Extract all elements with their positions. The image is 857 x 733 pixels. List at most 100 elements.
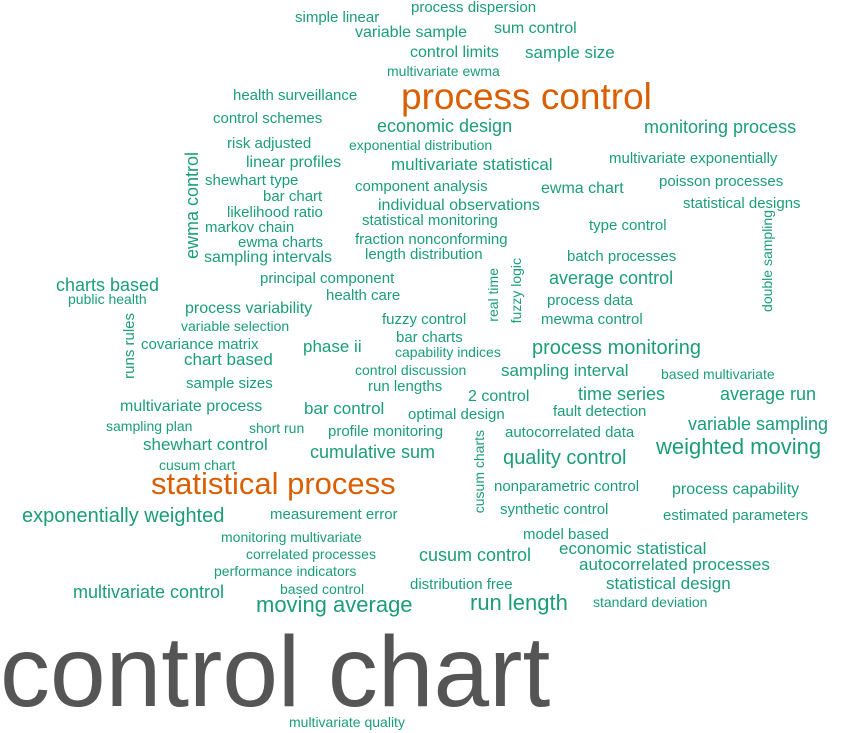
cloud-word: exponential distribution [349,137,493,153]
cloud-word: fraction nonconforming [355,231,508,248]
cloud-word: estimated parameters [663,507,809,524]
cloud-word: statistical designs [683,195,801,212]
cloud-word: control schemes [213,110,323,127]
cloud-word: distribution free [410,576,513,593]
cloud-word: cusum charts [471,430,487,514]
cloud-word: fuzzy control [382,311,467,328]
cloud-word: public health [68,291,147,307]
cloud-word: variable sampling [688,414,829,434]
cloud-word: correlated processes [246,546,376,562]
cloud-word: bar control [304,399,385,418]
cloud-word: sampling interval [501,361,629,380]
cloud-word: performance indicators [214,563,357,579]
cloud-word: short run [249,420,305,436]
cloud-word: double sampling [759,210,775,312]
cloud-word: charts based [56,275,160,295]
cloud-word: bar chart [263,188,323,205]
cloud-word: ewma control [182,152,202,260]
cloud-word: weighted moving [656,434,822,459]
cloud-word: fuzzy logic [508,258,524,324]
cloud-word: process dispersion [411,0,537,16]
cloud-word: profile monitoring [328,423,444,440]
cloud-word: principal component [260,270,395,287]
cloud-word: autocorrelated data [505,424,635,441]
cloud-word: cumulative sum [310,442,436,462]
cloud-word: bar charts [396,329,463,346]
cloud-word: sample size [525,43,615,62]
cloud-word: ewma chart [541,180,624,197]
cloud-word: component analysis [355,178,488,195]
cloud-word: monitoring process [644,117,797,137]
cloud-word: cusum chart [159,457,236,473]
cloud-word: multivariate exponentially [609,150,778,167]
cloud-word: multivariate control [73,582,225,602]
cloud-word: simple linear [295,9,380,26]
cloud-word: based multivariate [661,366,775,382]
cloud-word: multivariate process [120,398,263,415]
cloud-word: control limits [410,44,499,61]
cloud-word: average run [720,384,817,404]
cloud-word: health surveillance [233,87,358,104]
cloud-word: statistical process [151,466,396,501]
cloud-word: control discussion [355,362,467,378]
cloud-word: runs rules [121,313,138,379]
cloud-word: mewma control [541,311,643,328]
cloud-word: control chart [0,616,551,728]
cloud-word: markov chain [205,219,295,236]
cloud-word: based control [280,581,365,597]
cloud-word: poisson processes [659,173,784,190]
cloud-word: multivariate ewma [387,63,500,79]
cloud-word: optimal design [408,406,505,423]
cloud-word: standard deviation [593,594,708,610]
cloud-word: batch processes [567,248,677,265]
cloud-word: nonparametric control [494,478,640,495]
cloud-word: ewma charts [238,234,324,251]
cloud-word: average control [549,268,674,288]
cloud-word: real time [485,268,501,322]
cloud-word: multivariate statistical [391,155,553,174]
cloud-word: length distribution [365,246,483,263]
cloud-word: model based [523,526,609,543]
cloud-word: process monitoring [532,337,701,359]
cloud-word: economic design [377,116,513,136]
cloud-word: multivariate quality [289,714,405,730]
cloud-word: 2 control [468,388,530,405]
cloud-word: sampling plan [106,418,193,434]
cloud-word: statistical monitoring [362,212,498,229]
cloud-word: chart based [184,350,273,369]
cloud-word: sum control [494,20,577,37]
cloud-word: variable selection [181,318,290,334]
cloud-word: synthetic control [500,501,609,518]
cloud-word: exponentially weighted [22,505,225,527]
cloud-word: measurement error [270,506,398,523]
cloud-word: process capability [672,481,800,498]
cloud-word: fault detection [553,403,647,420]
cloud-word: cusum control [419,545,532,565]
cloud-word: process data [547,292,633,309]
cloud-word: likelihood ratio [227,204,323,221]
cloud-word: statistical design [606,574,731,593]
cloud-word: run lengths [368,378,443,395]
cloud-word: process variability [185,300,313,317]
cloud-word: quality control [503,447,627,469]
cloud-word: type control [589,217,667,234]
cloud-word: capability indices [395,344,501,360]
cloud-word: risk adjusted [227,135,312,152]
cloud-word: shewhart type [205,172,299,189]
cloud-word: monitoring multivariate [221,529,362,545]
cloud-word: individual observations [378,197,540,214]
cloud-word: autocorrelated processes [579,555,770,574]
cloud-word: linear profiles [246,154,342,171]
cloud-word: run length [470,590,568,615]
cloud-word: time series [578,384,666,404]
cloud-word: sampling intervals [204,249,333,266]
cloud-word: covariance matrix [141,336,259,353]
cloud-word: process control [401,76,652,117]
cloud-word: phase ii [303,337,362,356]
cloud-word: sample sizes [186,375,273,392]
cloud-word: shewhart control [143,435,268,454]
cloud-word: economic statistical [559,539,707,558]
cloud-word: variable sample [355,24,468,41]
cloud-word: moving average [256,592,413,617]
